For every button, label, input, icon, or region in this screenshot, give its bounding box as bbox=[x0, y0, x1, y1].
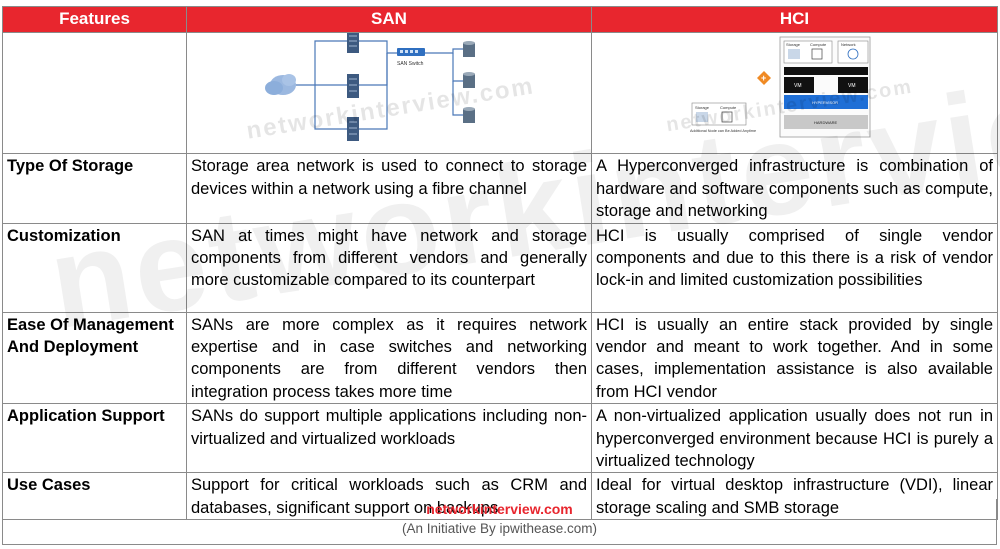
san-switch-label: SAN Switch bbox=[397, 61, 424, 67]
hci-diagram-cell: Storage Compute Network VM VM HYPERVISOR bbox=[591, 31, 998, 155]
vm-label: VM bbox=[848, 83, 856, 89]
storage-icon bbox=[463, 72, 475, 88]
vm-block bbox=[784, 77, 814, 93]
san-cell: Support for critical workloads such as C… bbox=[186, 472, 592, 521]
hci-cell: A non-virtualized application usually do… bbox=[591, 403, 998, 474]
footer-tagline: (An Initiative By ipwithease.com) bbox=[401, 521, 598, 536]
server-icon bbox=[347, 74, 359, 98]
hci-cell: A Hyperconverged infrastructure is combi… bbox=[591, 153, 998, 224]
table-row: Customization SAN at times might have ne… bbox=[2, 222, 998, 313]
feature-cell: Application Support bbox=[2, 403, 187, 474]
server-icon bbox=[347, 117, 359, 141]
hci-network-label: Network bbox=[841, 42, 856, 47]
hci-diagram: Storage Compute Network VM VM HYPERVISOR bbox=[690, 36, 871, 138]
diagram-row: SAN Switch Storage Co bbox=[2, 31, 998, 155]
comparison-table: Features SAN HCI bbox=[2, 6, 998, 521]
table-row: Ease Of Management And Deployment SANs a… bbox=[2, 311, 998, 405]
hypervisor-block bbox=[784, 95, 868, 109]
san-cell: SANs are more complex as it requires net… bbox=[186, 311, 592, 405]
node-storage-label: Storage bbox=[695, 105, 710, 110]
footer-site-link[interactable]: networkinterview.com bbox=[426, 501, 573, 517]
vm-label: VM bbox=[794, 83, 802, 89]
hardware-block bbox=[784, 115, 868, 129]
hci-storage-label: Storage bbox=[786, 42, 801, 47]
vm-block bbox=[838, 77, 868, 93]
plus-icon: + bbox=[757, 71, 771, 85]
feature-cell: Customization bbox=[2, 222, 187, 313]
hci-cell: HCI is usually comprised of single vendo… bbox=[591, 222, 998, 313]
feature-cell: Use Cases bbox=[2, 472, 187, 521]
footer: networkinterview.com (An Initiative By i… bbox=[2, 499, 997, 545]
hardware-label: HARDWARE bbox=[814, 120, 838, 125]
diagram-empty-cell bbox=[2, 31, 187, 155]
header-san: SAN bbox=[186, 6, 592, 33]
feature-cell: Type Of Storage bbox=[2, 153, 187, 224]
table-row: Application Support SANs do support mult… bbox=[2, 403, 998, 474]
svg-text:+: + bbox=[761, 73, 766, 83]
table-row: Type Of Storage Storage area network is … bbox=[2, 153, 998, 224]
storage-icon bbox=[463, 107, 475, 123]
san-diagram: SAN Switch bbox=[265, 31, 475, 141]
hypervisor-label: HYPERVISOR bbox=[812, 100, 838, 105]
server-icon bbox=[347, 31, 359, 53]
san-diagram-cell: SAN Switch bbox=[186, 31, 592, 155]
hci-cell: HCI is usually an entire stack provided … bbox=[591, 311, 998, 405]
san-cell: Storage area network is used to connect … bbox=[186, 153, 592, 224]
san-cell: SANs do support multiple applications in… bbox=[186, 403, 592, 474]
feature-cell: Ease Of Management And Deployment bbox=[2, 311, 187, 405]
header-hci: HCI bbox=[591, 6, 998, 33]
table-row: Use Cases Support for critical workloads… bbox=[2, 472, 998, 521]
globe-icon bbox=[847, 48, 859, 60]
table-header-row: Features SAN HCI bbox=[2, 6, 998, 33]
add-node-note: Additional Node can Be Added Anytime bbox=[690, 129, 756, 133]
san-switch-icon bbox=[397, 48, 425, 56]
hci-compute-label: Compute bbox=[810, 42, 827, 47]
storage-icon bbox=[463, 41, 475, 57]
san-cell: SAN at times might have network and stor… bbox=[186, 222, 592, 313]
hci-cell: Ideal for virtual desktop infrastructure… bbox=[591, 472, 998, 521]
header-features: Features bbox=[2, 6, 187, 33]
node-compute-label: Compute bbox=[720, 105, 737, 110]
cloud-icon bbox=[265, 74, 296, 95]
